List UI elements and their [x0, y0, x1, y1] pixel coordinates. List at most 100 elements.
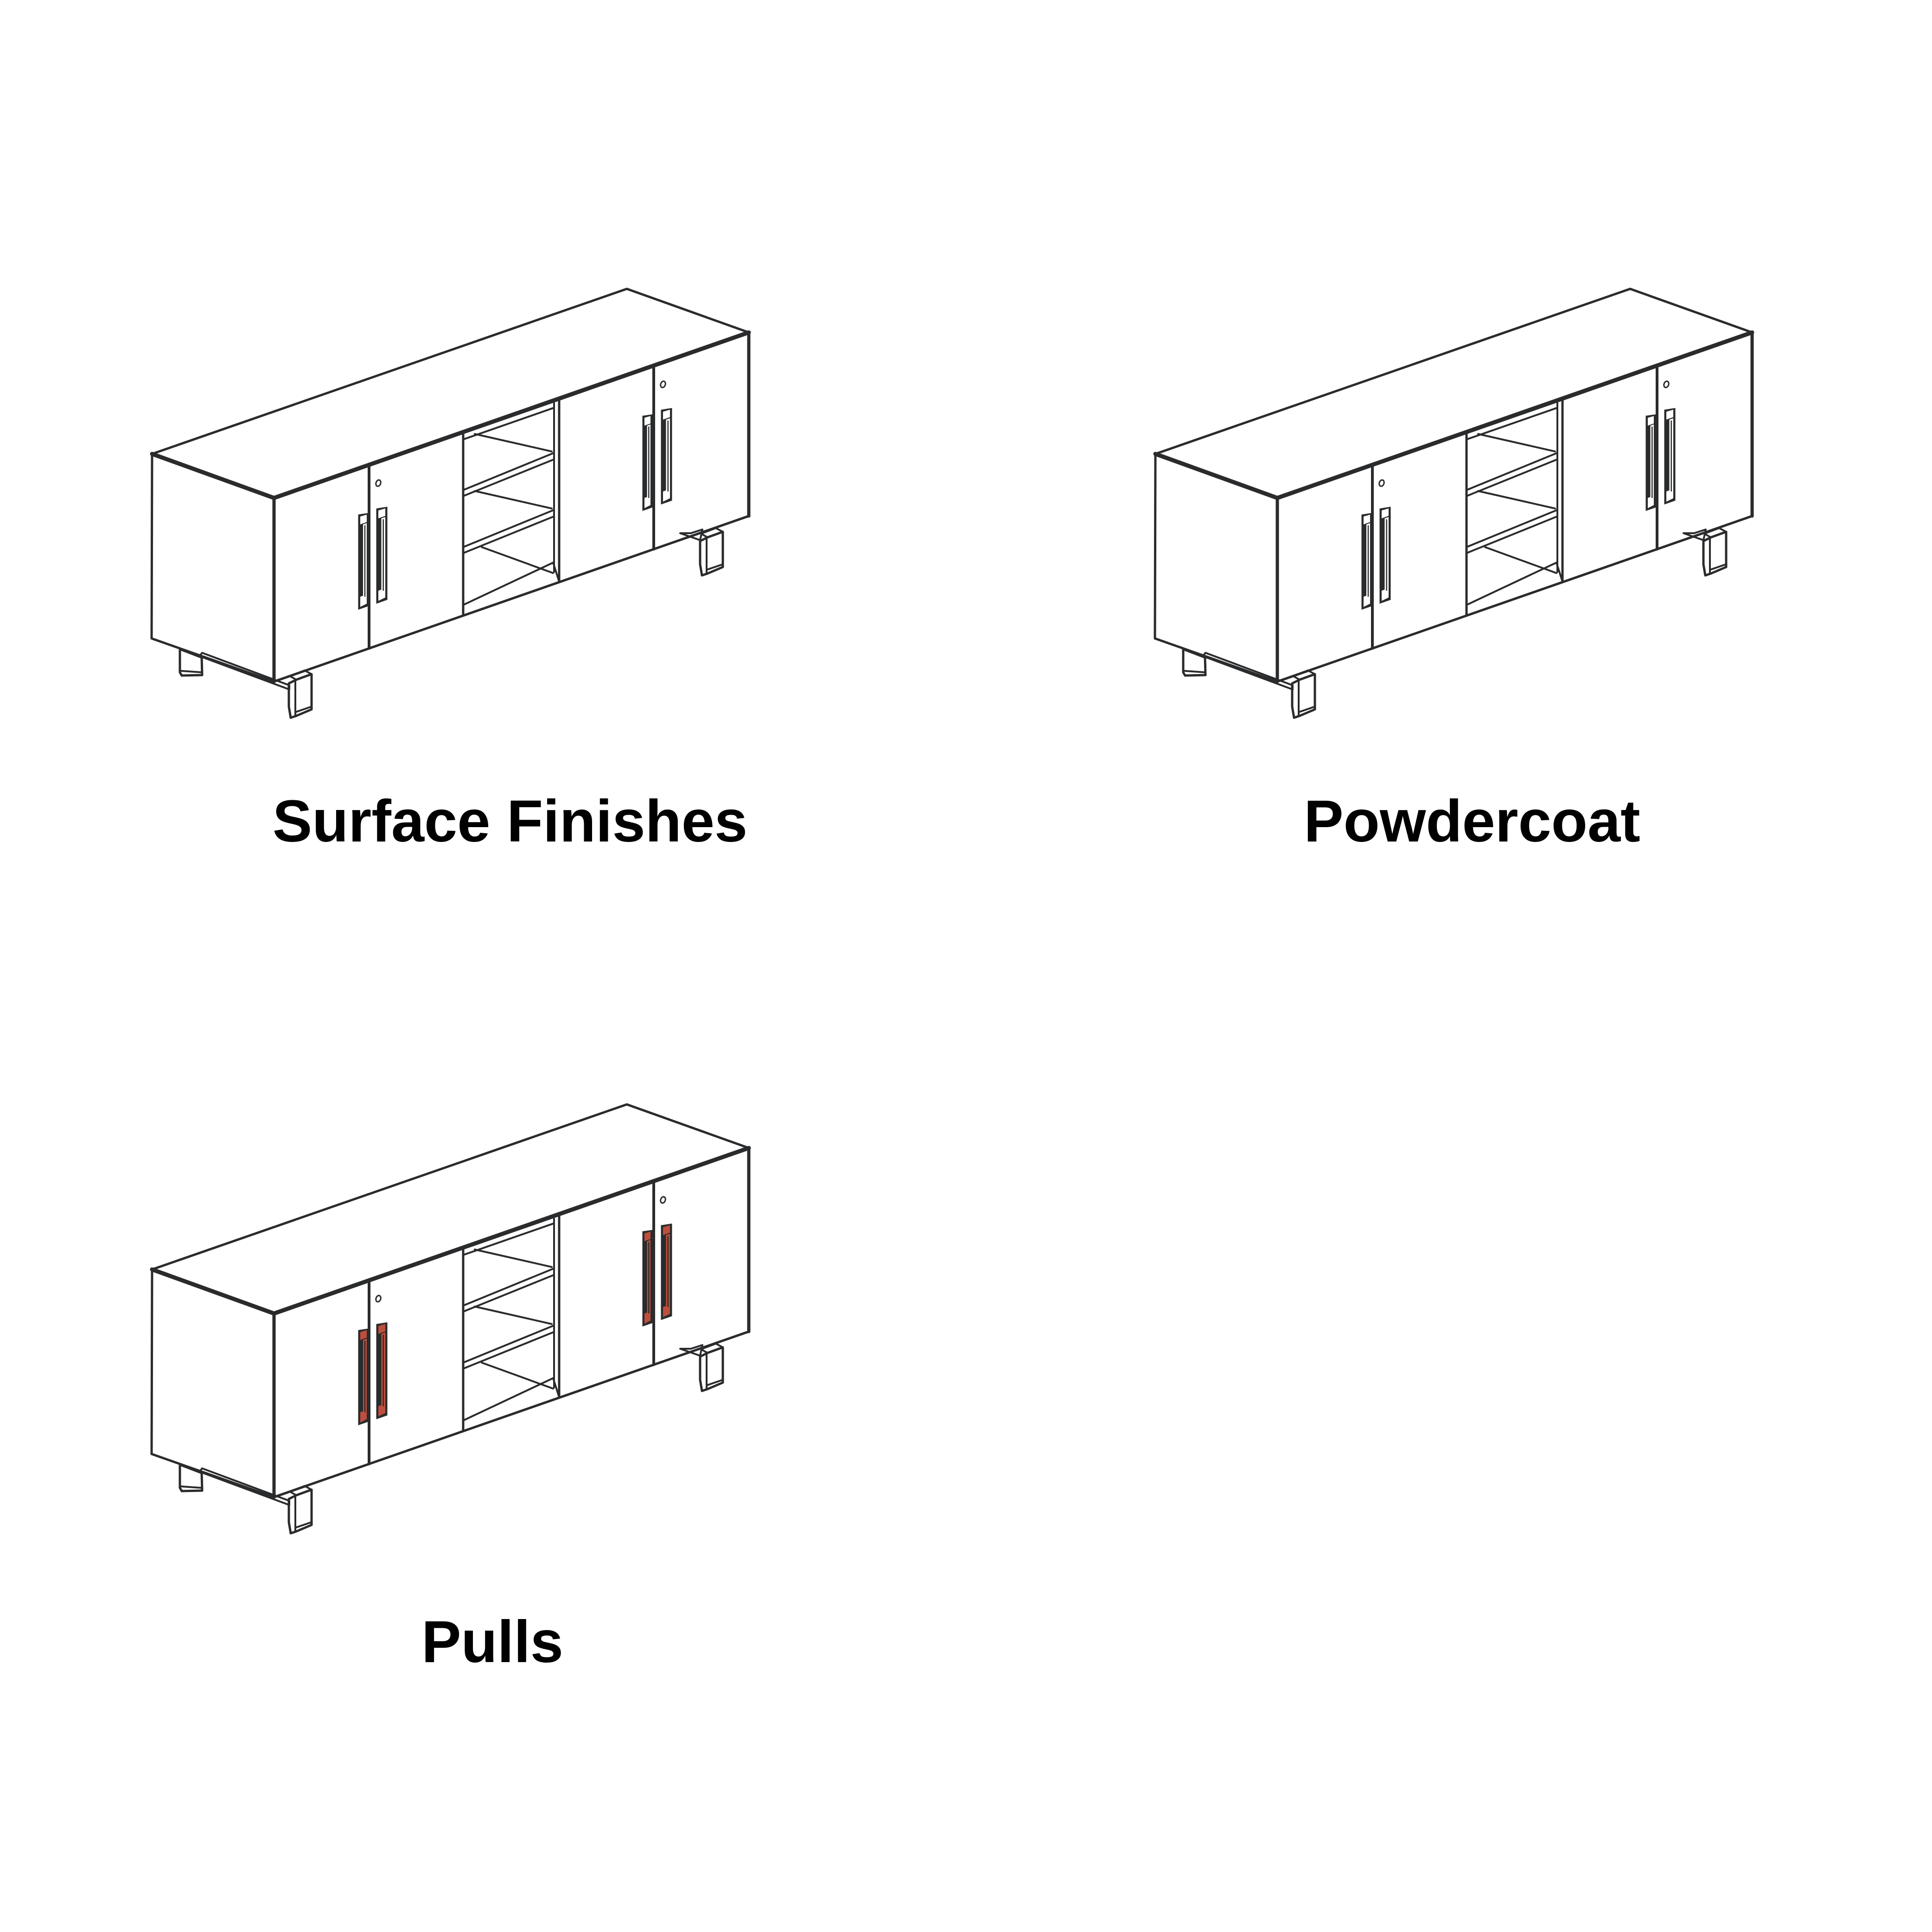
- keyhole-icon: [1663, 380, 1670, 389]
- cabinet-leg: [1702, 527, 1728, 577]
- leg-top: [1292, 670, 1316, 681]
- shelf-2-front: [462, 1324, 555, 1364]
- pull-standoff: [663, 1304, 670, 1317]
- shelf-2-edge: [462, 515, 555, 554]
- cabinet-front-panel: [273, 1147, 750, 1498]
- shelf-2-back-line: [1477, 490, 1556, 510]
- top-edge-band: [150, 1146, 751, 1316]
- shelf-1-edge: [462, 458, 555, 497]
- rear-leg-edge: [180, 1486, 202, 1489]
- cabinet-surface-finishes: [150, 287, 751, 719]
- pull-standoff: [360, 594, 367, 607]
- shelf-1-back-line: [474, 1249, 553, 1268]
- pull-standoff: [1648, 496, 1654, 508]
- door-pull: [661, 1223, 672, 1320]
- cabinet: [150, 287, 751, 719]
- rear-leg-edge: [180, 670, 202, 673]
- cabinet-door-1: [273, 1279, 370, 1498]
- keyhole-icon: [660, 380, 666, 389]
- pull-standoff: [1382, 508, 1389, 518]
- leg-top: [1703, 527, 1727, 538]
- bottom-shelf-corner: [552, 561, 560, 583]
- cabinet: [150, 1103, 751, 1535]
- door-pull: [358, 1328, 369, 1426]
- rear-leg-edge: [1184, 670, 1205, 673]
- cabinet-leg: [1291, 670, 1316, 719]
- rear-leg-group: [179, 1344, 703, 1506]
- door-pull: [376, 1322, 388, 1420]
- pull-standoff: [663, 409, 670, 420]
- pull-standoff: [360, 1330, 367, 1340]
- leg-edge: [294, 1521, 312, 1529]
- leg-top: [289, 670, 312, 681]
- door-pull: [376, 506, 388, 604]
- door-pull: [661, 408, 672, 505]
- leg-top: [700, 1343, 724, 1354]
- shelf-1-front: [462, 452, 555, 491]
- shelf-2-edge: [462, 1331, 555, 1370]
- cabinet-powdercoat: [1153, 287, 1754, 719]
- leg-edge: [1709, 563, 1727, 571]
- pull-standoff: [644, 496, 650, 508]
- open-shelf-section: [462, 1213, 561, 1433]
- pull-standoff: [378, 1403, 385, 1416]
- shelf-1-back-line: [474, 433, 553, 453]
- door-pull: [1664, 408, 1676, 505]
- leg-edge: [706, 1379, 724, 1386]
- door-pull: [642, 1230, 653, 1327]
- pull-standoff: [1666, 489, 1673, 502]
- door-pull: [642, 414, 653, 511]
- pull-standoff: [378, 1324, 385, 1334]
- shelf-1-back-line: [1477, 433, 1556, 453]
- cabinet-leg: [699, 527, 724, 577]
- bottom-shelf-corner: [552, 1377, 560, 1398]
- shelf-1-edge: [462, 1274, 555, 1313]
- door-pull: [1645, 414, 1656, 511]
- pull-standoff: [378, 588, 385, 601]
- bottom-shelf-corner: [1556, 561, 1563, 583]
- pull-standoff: [360, 515, 367, 524]
- door-pull: [358, 513, 369, 610]
- cabinet: [1153, 287, 1754, 719]
- pull-standoff: [644, 416, 650, 426]
- pull-standoff: [1648, 416, 1654, 426]
- cabinet-leg: [699, 1343, 724, 1392]
- shelf-2-front: [1466, 509, 1558, 548]
- pull-standoff: [378, 508, 385, 518]
- shelf-1-edge: [1466, 458, 1558, 497]
- pull-standoff: [663, 1225, 670, 1235]
- leg-edge: [706, 563, 724, 571]
- pull-standoff: [1364, 515, 1370, 524]
- leg-edge: [294, 706, 312, 713]
- keyhole-icon: [1378, 479, 1385, 487]
- option-label: Pulls: [421, 1609, 563, 1675]
- pull-standoff: [644, 1231, 650, 1241]
- pull-standoff: [1666, 409, 1673, 420]
- shelf-2-back-line: [474, 490, 553, 510]
- shelf-2-front: [462, 509, 555, 548]
- cabinet-door-3: [558, 1180, 655, 1399]
- pull-standoff: [1364, 594, 1370, 607]
- pull-standoff: [663, 489, 670, 502]
- leg-top: [700, 527, 724, 538]
- cabinet-top-surface: [151, 1103, 750, 1315]
- cabinet-side-panel: [150, 1268, 275, 1498]
- keyhole-icon: [375, 479, 382, 487]
- bottom-shelf-front: [1466, 561, 1557, 606]
- pull-standoff: [1382, 588, 1389, 601]
- shelf-1-front: [1466, 452, 1558, 491]
- pull-standoff: [360, 1410, 367, 1422]
- door-pull: [1379, 506, 1391, 604]
- leg-top: [289, 1485, 312, 1496]
- cabinet-leg: [287, 670, 313, 719]
- keyhole-icon: [660, 1196, 666, 1204]
- bottom-shelf-front: [462, 561, 554, 606]
- door-pull: [1361, 513, 1372, 610]
- cabinet-leg: [287, 1485, 313, 1535]
- rear-leg: [1182, 648, 1207, 677]
- pull-standoff: [644, 1311, 650, 1324]
- leg-edge: [1298, 706, 1316, 713]
